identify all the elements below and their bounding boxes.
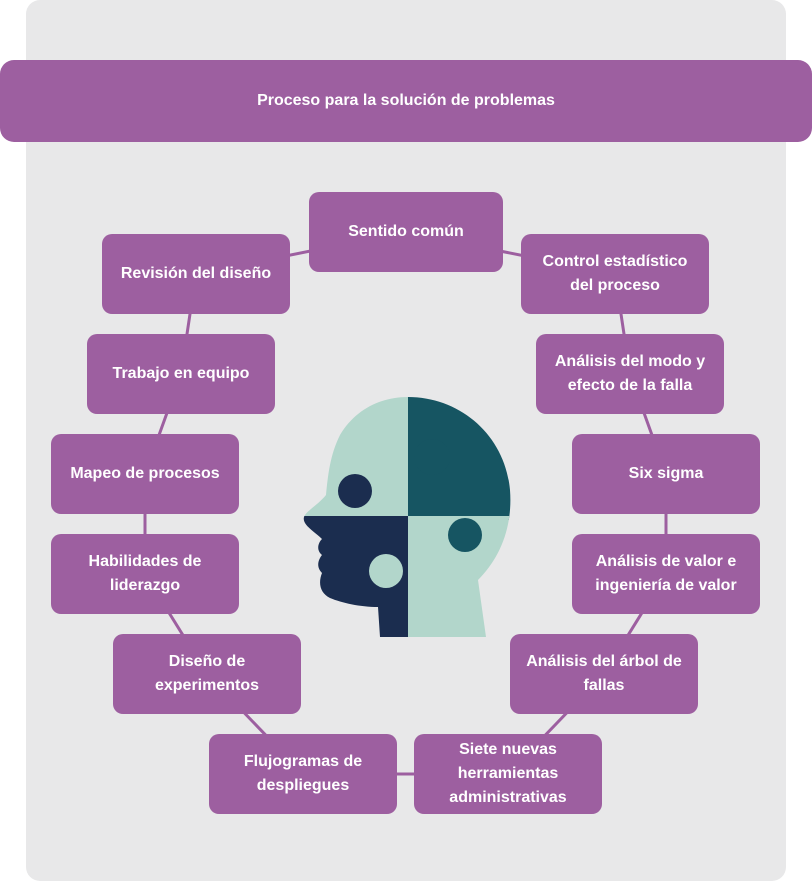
head-puzzle-icon (303, 397, 511, 637)
node-siete-herramientas: Siete nuevas herramientas administrativa… (414, 734, 602, 814)
diagram-title: Proceso para la solución de problemas (0, 60, 812, 142)
node-diseno-experimentos: Diseño de experimentos (113, 634, 301, 714)
node-analisis-valor: Análisis de valor e ingeniería de valor (572, 534, 760, 614)
node-six-sigma: Six sigma (572, 434, 760, 514)
node-amef: Análisis del modo y efecto de la falla (536, 334, 724, 414)
node-control-estadistico: Control estadístico del proceso (521, 234, 709, 314)
node-sentido-comun: Sentido común (309, 192, 503, 272)
node-arbol-fallas: Análisis del árbol de fallas (510, 634, 698, 714)
node-trabajo-equipo: Trabajo en equipo (87, 334, 275, 414)
node-mapeo-procesos: Mapeo de procesos (51, 434, 239, 514)
node-revision-diseno: Revisión del diseño (102, 234, 290, 314)
node-habilidades-liderazgo: Habilidades de liderazgo (51, 534, 239, 614)
node-flujogramas: Flujogramas de despliegues (209, 734, 397, 814)
